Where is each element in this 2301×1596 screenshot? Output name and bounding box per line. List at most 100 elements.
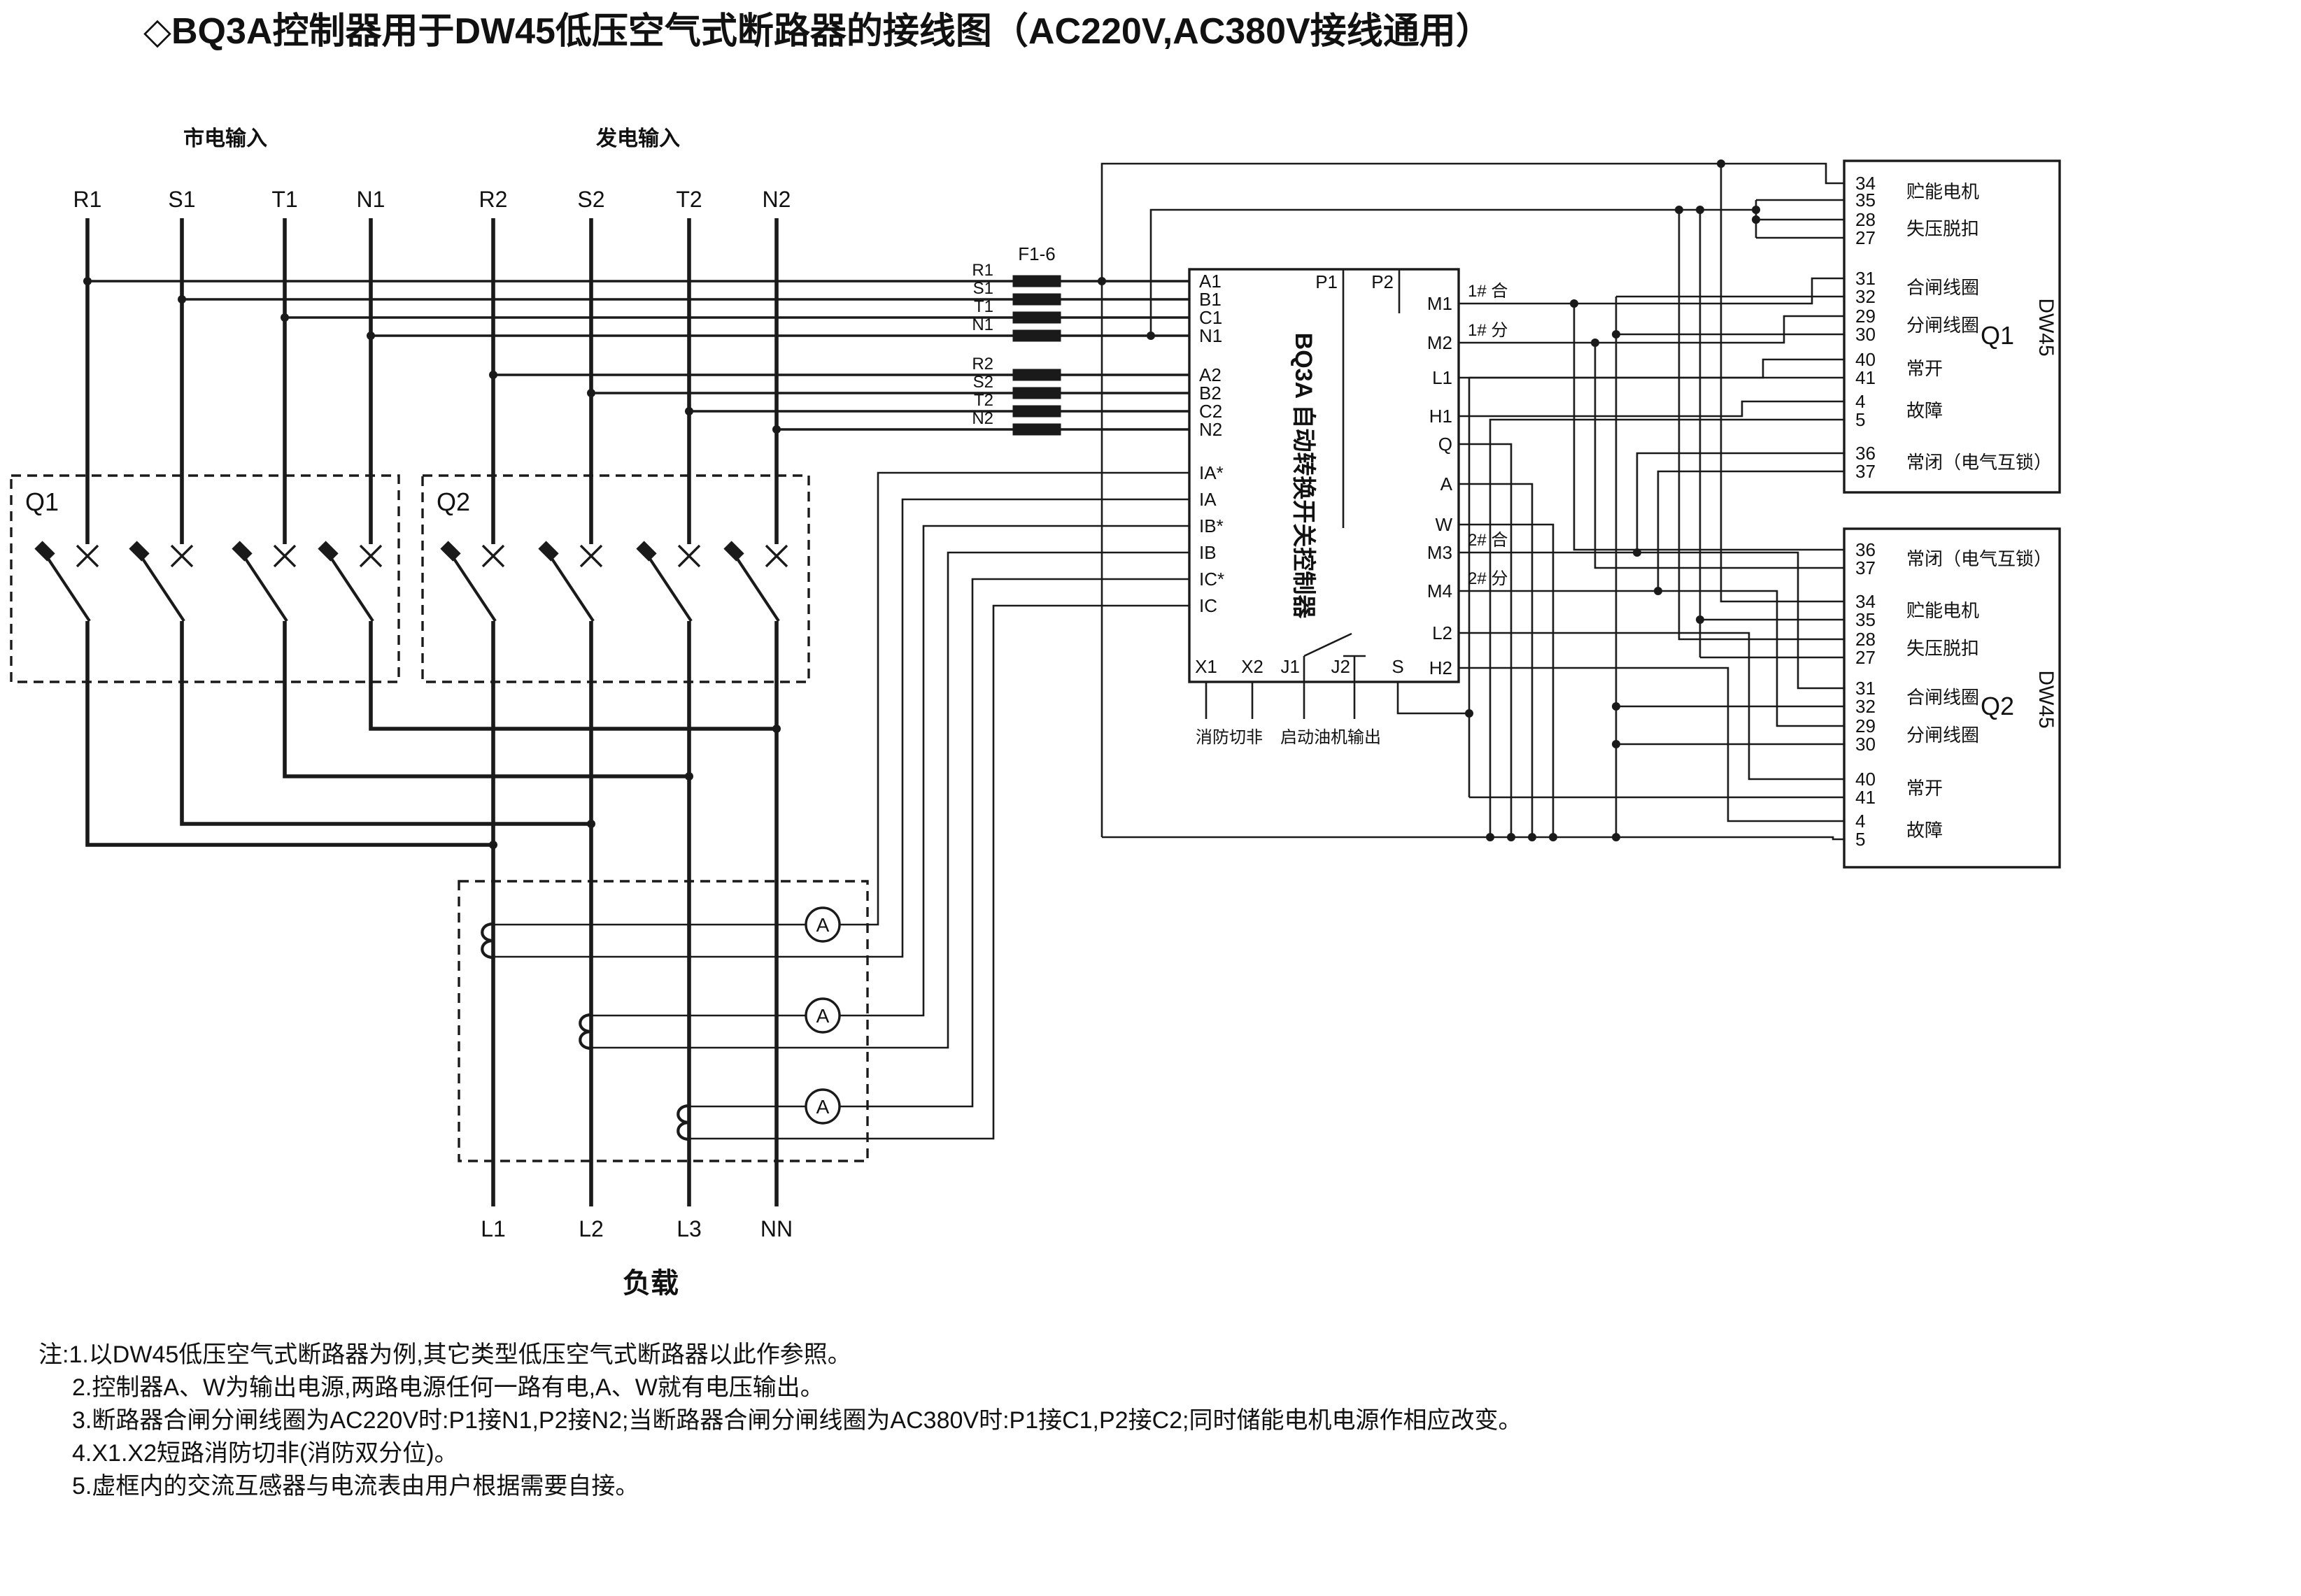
controller-terminal-label: IC — [1199, 595, 1217, 616]
load-bus-wires — [85, 621, 779, 1206]
dw45-terminal: 4 — [1855, 391, 1865, 412]
wire-annotation: 1# 分 — [1468, 321, 1508, 340]
controller-terminal-label: S — [1392, 656, 1403, 677]
mains-input-label: 市电输入 — [183, 127, 267, 150]
dw45-q2-name: Q2 — [1981, 692, 2014, 720]
fuse-row-label: T2 — [974, 391, 993, 410]
note-line: 4.X1.X2短路消防切非(消防双分位)。 — [72, 1440, 458, 1467]
ammeter-3 — [805, 1088, 841, 1125]
load-label: 负载 — [623, 1268, 679, 1299]
controller-terminal-label: J2 — [1331, 656, 1350, 677]
dw45-q1-box — [1843, 159, 2061, 494]
controller-terminal-label: M3 — [1427, 542, 1452, 563]
ammeter-2 — [805, 997, 841, 1034]
genset-output-label: 启动油机输出 — [1280, 728, 1381, 747]
controller-terminal-label: IB* — [1199, 515, 1224, 536]
note-line: 5.虚框内的交流互感器与电流表由用户根据需要自接。 — [72, 1473, 639, 1499]
wire-annotation: 2# 分 — [1468, 569, 1508, 588]
phase-label: N2 — [763, 187, 791, 212]
dw45-terminal: 34 — [1855, 173, 1876, 194]
dw45-terminal: 37 — [1855, 557, 1876, 578]
breaker-q1-label: Q1 — [25, 487, 59, 516]
controller-terminal-label: IA* — [1199, 462, 1224, 483]
fuse-row-label: S2 — [973, 373, 993, 392]
wire-annotation: 1# 合 — [1468, 282, 1508, 301]
controller-terminal-label: P2 — [1371, 271, 1394, 292]
dw45-terminal: 31 — [1855, 678, 1876, 699]
load-line-label: NN — [760, 1216, 793, 1241]
dw45-terminal: 31 — [1855, 268, 1876, 289]
load-line-label: L3 — [677, 1216, 702, 1241]
fuse-row-label: N2 — [972, 409, 993, 428]
controller-name: BQ3A 自动转换开关控制器 — [1290, 333, 1317, 620]
phase-label: T2 — [676, 187, 702, 212]
dw45-group-label: 失压脱扣 — [1906, 638, 1979, 659]
fuse-rows — [87, 275, 1189, 436]
dw45-terminal: 37 — [1855, 461, 1876, 482]
dw45-terminal: 36 — [1855, 539, 1876, 560]
controller-terminal-label: IB — [1199, 542, 1217, 563]
dw45-terminal: 5 — [1855, 409, 1865, 430]
controller-terminal-label: X1 — [1195, 656, 1217, 677]
dw45-group-label: 合闸线圈 — [1906, 687, 1979, 708]
control-harness — [1100, 162, 1844, 841]
dw45-q1-model: DW45 — [2034, 298, 2058, 356]
controller-terminal-label: H1 — [1429, 406, 1452, 427]
controller-terminal-label: C2 — [1199, 401, 1222, 422]
dw45-boxes — [1843, 159, 2061, 869]
dw45-group-label: 常开 — [1906, 358, 1943, 379]
dw45-group-label: 故障 — [1906, 400, 1943, 421]
dw45-terminal: 35 — [1855, 190, 1876, 211]
dw45-terminal: 29 — [1855, 306, 1876, 327]
controller-box — [1188, 268, 1469, 719]
load-line-label: L2 — [579, 1216, 604, 1241]
controller-terminal-label: Q — [1438, 434, 1452, 455]
breaker-q1-box — [10, 474, 400, 683]
controller-terminal-label: W — [1435, 514, 1452, 535]
dw45-terminal: 5 — [1855, 829, 1865, 850]
dw45-group-label: 常开 — [1906, 778, 1943, 799]
fuse-row-label: S1 — [973, 279, 993, 298]
ammeter-1 — [805, 906, 841, 943]
gen-input-label: 发电输入 — [595, 127, 680, 150]
dw45-terminal: 30 — [1855, 324, 1876, 345]
controller-terminal-label: H2 — [1429, 657, 1452, 678]
dw45-q2-box — [1843, 527, 2061, 869]
page-title: ◇BQ3A控制器用于DW45低压空气式断路器的接线图（AC220V,AC380V… — [143, 11, 1492, 52]
dw45-terminal: 35 — [1855, 609, 1876, 630]
labels: ◇BQ3A控制器用于DW45低压空气式断路器的接线图（AC220V,AC380V… — [25, 11, 2058, 1499]
dw45-terminal: 41 — [1855, 787, 1876, 808]
controller-terminal-label: A — [1440, 473, 1453, 494]
controller-terminal-label: M4 — [1427, 580, 1452, 601]
dw45-group-label: 分闸线圈 — [1906, 315, 1979, 336]
dw45-group-label: 合闸线圈 — [1906, 277, 1979, 298]
controller-terminal-label: J1 — [1281, 656, 1300, 677]
note-line: 注:1.以DW45低压空气式断路器为例,其它类型低压空气式断路器以此作参照。 — [38, 1341, 851, 1368]
dw45-q1-name: Q1 — [1981, 321, 2014, 350]
controller-terminal-label: B2 — [1199, 383, 1222, 404]
phase-label: N1 — [357, 187, 385, 212]
fire-cutoff-label: 消防切非 — [1196, 728, 1263, 747]
fuse-row-label: N1 — [972, 315, 993, 334]
phase-label: S2 — [577, 187, 604, 212]
dw45-q2-model: DW45 — [2034, 670, 2058, 728]
dw45-terminal: 27 — [1855, 647, 1876, 668]
controller-terminal-label: IA — [1199, 489, 1217, 510]
note-line: 3.断路器合闸分闸线圈为AC220V时:P1接N1,P2接N2;当断路器合闸分闸… — [72, 1407, 1522, 1434]
dw45-terminal: 36 — [1855, 443, 1876, 464]
controller-terminal-label: IC* — [1199, 569, 1224, 590]
dw45-terminal: 29 — [1855, 715, 1876, 736]
dw45-group-label: 故障 — [1906, 820, 1943, 841]
dw45-group-label: 贮能电机 — [1906, 181, 1979, 202]
phase-label: R2 — [479, 187, 508, 212]
dw45-terminal: 40 — [1855, 349, 1876, 370]
controller-terminal-label: X2 — [1241, 656, 1263, 677]
dw45-group-label: 贮能电机 — [1906, 600, 1979, 621]
fuse-row-label: T1 — [974, 297, 993, 316]
power-input-lines — [85, 218, 779, 544]
note-line: 2.控制器A、W为输出电源,两路电源任何一路有电,A、W就有电压输出。 — [72, 1374, 824, 1401]
dw45-terminal: 34 — [1855, 591, 1876, 612]
controller-terminal-label: C1 — [1199, 307, 1222, 328]
breaker-q2-label: Q2 — [437, 487, 470, 516]
